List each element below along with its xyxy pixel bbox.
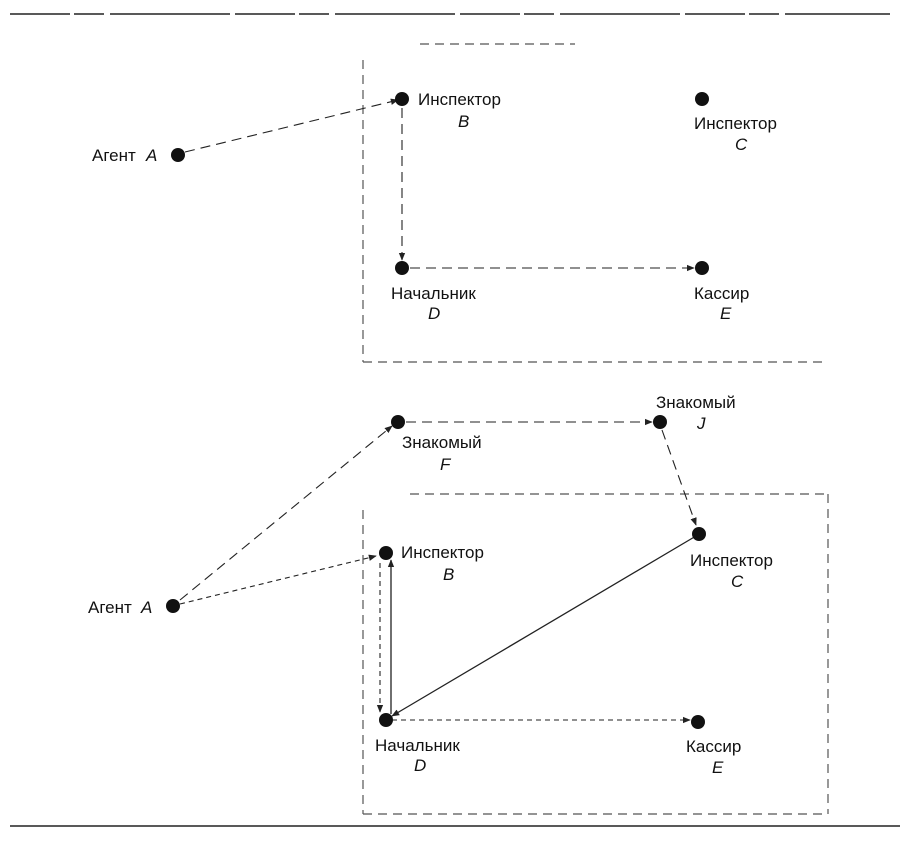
node-top-inspector-c: Инспектор C xyxy=(694,92,777,154)
node-top-agent-a: Агент A xyxy=(92,146,185,165)
node-dot xyxy=(695,92,709,106)
edge-bottom-acquaintance-j-to-inspector-c xyxy=(661,429,697,526)
node-letter: E xyxy=(712,758,724,777)
node-bottom-chief-d: Начальник D xyxy=(375,713,460,775)
node-letter: F xyxy=(440,455,452,474)
bottom-organization-frame xyxy=(362,493,829,815)
node-bottom-inspector-c: Инспектор C xyxy=(690,527,773,591)
node-dot xyxy=(171,148,185,162)
edge-bottom-agent-a-to-acquaintance-f xyxy=(179,425,393,601)
node-letter: D xyxy=(428,304,440,323)
top-diagram: Агент A Инспектор B Инспектор C Начальни… xyxy=(92,43,828,363)
node-name: Начальник xyxy=(391,284,476,303)
node-letter: J xyxy=(696,414,706,433)
node-name: Агент xyxy=(92,146,136,165)
node-top-inspector-b: Инспектор B xyxy=(395,90,501,131)
node-name: Инспектор xyxy=(694,114,777,133)
node-name: Инспектор xyxy=(690,551,773,570)
node-letter: C xyxy=(731,572,744,591)
edge-top-agent-a-to-inspector-b xyxy=(184,98,399,153)
node-name: Знакомый xyxy=(402,433,482,452)
node-dot xyxy=(379,546,393,560)
node-name: Знакомый xyxy=(656,393,736,412)
node-top-cashier-e: Кассир E xyxy=(694,261,749,323)
node-name: Инспектор xyxy=(418,90,501,109)
node-name: Инспектор xyxy=(401,543,484,562)
node-dot xyxy=(691,715,705,729)
node-top-chief-d: Начальник D xyxy=(391,261,476,323)
node-bottom-cashier-e: Кассир E xyxy=(686,715,741,777)
node-name: Кассир xyxy=(686,737,741,756)
node-letter: D xyxy=(414,756,426,775)
edge-bottom-agent-a-to-inspector-b xyxy=(179,554,377,605)
top-organization-frame xyxy=(362,43,828,363)
node-letter: A xyxy=(145,146,157,165)
node-bottom-acquaintance-j: Знакомый J xyxy=(653,393,736,433)
edge-bottom-inspector-c-to-chief-d xyxy=(391,535,697,717)
bottom-diagram: Агент A Знакомый F Знакомый J Инспектор … xyxy=(88,393,829,815)
node-letter: E xyxy=(720,304,732,323)
node-letter: A xyxy=(140,598,152,617)
node-dot xyxy=(653,415,667,429)
node-letter: B xyxy=(443,565,454,584)
node-dot xyxy=(695,261,709,275)
node-name: Начальник xyxy=(375,736,460,755)
node-bottom-acquaintance-f: Знакомый F xyxy=(391,415,482,474)
node-letter: B xyxy=(458,112,469,131)
node-dot xyxy=(379,713,393,727)
node-name: Кассир xyxy=(694,284,749,303)
node-dot xyxy=(391,415,405,429)
node-dot xyxy=(692,527,706,541)
node-dot xyxy=(395,261,409,275)
node-dot xyxy=(166,599,180,613)
node-bottom-inspector-b: Инспектор B xyxy=(379,543,484,584)
node-bottom-agent-a: Агент A xyxy=(88,598,180,617)
node-dot xyxy=(395,92,409,106)
node-name: Агент xyxy=(88,598,132,617)
node-letter: C xyxy=(735,135,748,154)
